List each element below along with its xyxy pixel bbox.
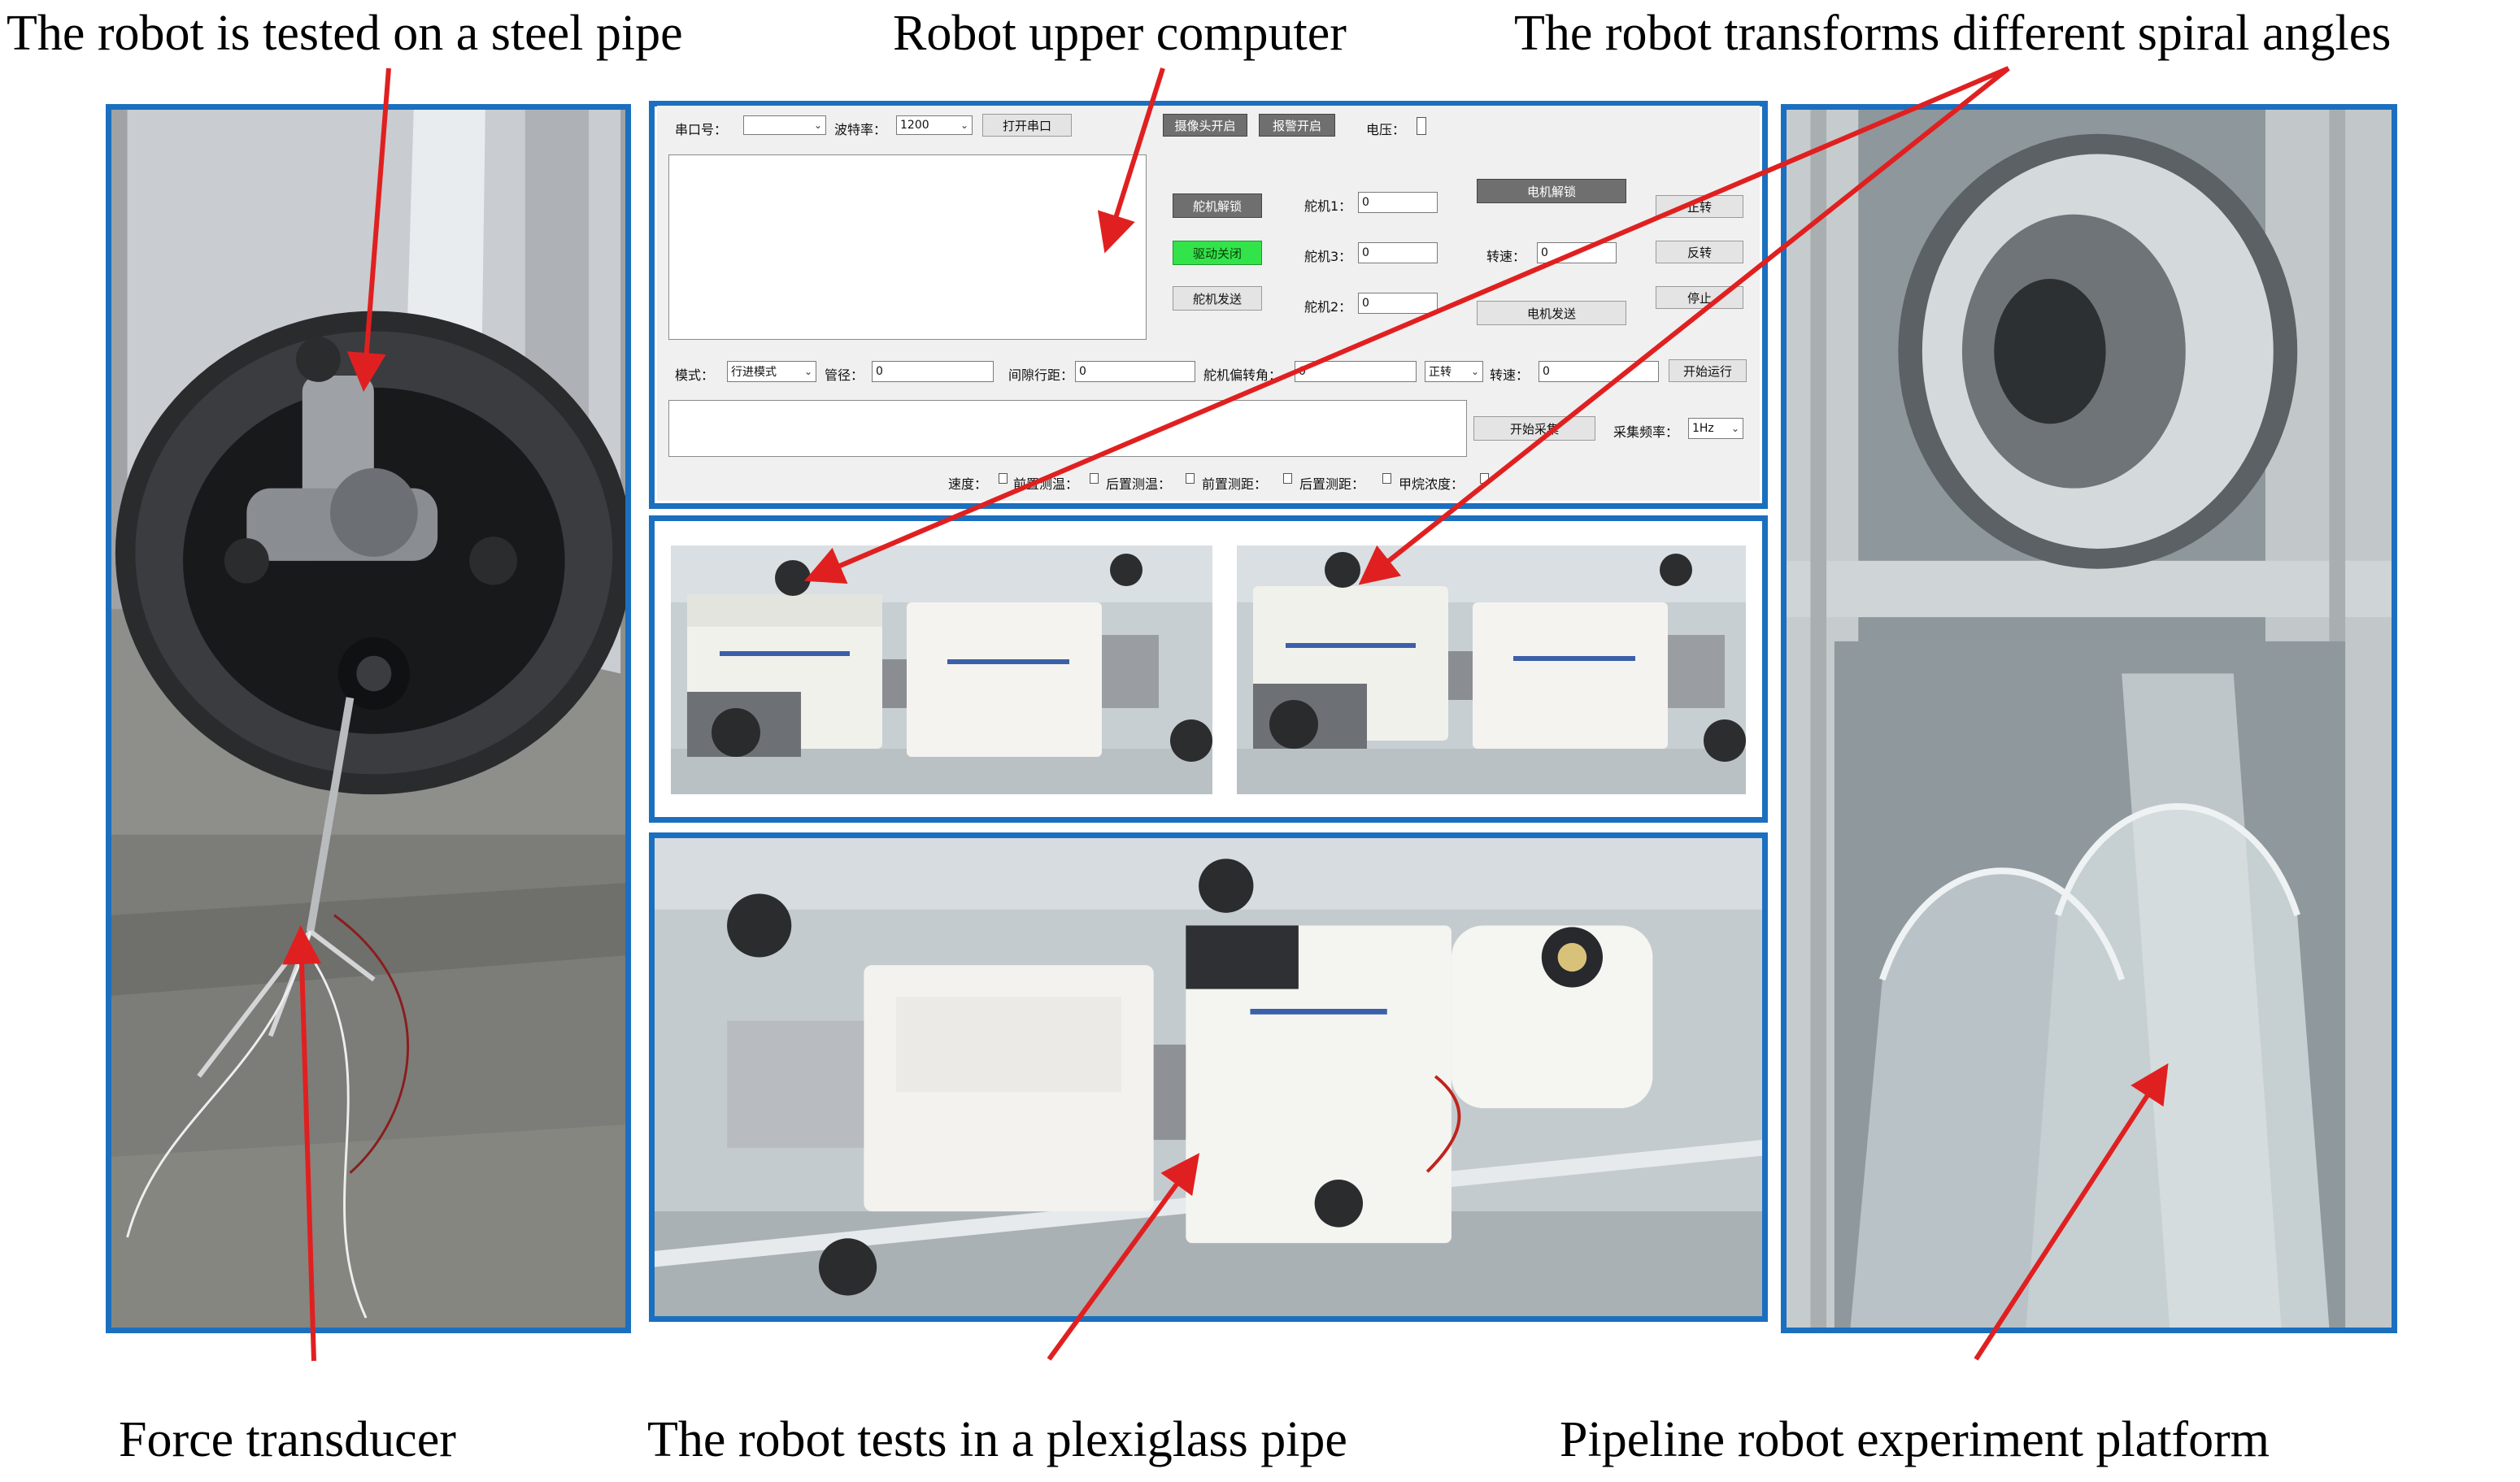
- plexiglass-pipe-photo: [655, 838, 1762, 1316]
- chevron-down-icon: ⌄: [803, 366, 812, 377]
- direction-value: 正转: [1429, 366, 1452, 379]
- serial-port-select[interactable]: ⌄: [743, 115, 826, 135]
- baud-rate-value: 1200: [900, 119, 929, 132]
- alarm-on-button[interactable]: 报警开启: [1259, 114, 1335, 137]
- voltage-label: 电压：: [1366, 122, 1406, 137]
- sensor-methane-label: 甲烷浓度：: [1399, 476, 1465, 492]
- sensor-speed-label: 速度：: [948, 476, 988, 492]
- sensor-front-temp-indicator: [1090, 473, 1099, 484]
- servo-unlock-button[interactable]: 舵机解锁: [1173, 193, 1262, 218]
- sensor-front-temp-label: 前置测温：: [1013, 476, 1079, 492]
- servo3-label: 舵机3：: [1304, 249, 1352, 264]
- direction-select[interactable]: 正转 ⌄: [1425, 361, 1483, 382]
- sensor-methane-indicator: [1480, 473, 1489, 484]
- gap-distance-label: 间隙行距：: [1008, 367, 1074, 383]
- pipe-diameter-input[interactable]: 0: [872, 361, 994, 382]
- mode-label: 模式：: [675, 367, 715, 383]
- sample-rate-select[interactable]: 1Hz ⌄: [1688, 418, 1743, 439]
- speed2-label: 转速：: [1490, 367, 1530, 383]
- caption-upper-computer: Robot upper computer: [893, 6, 1347, 61]
- mode-value: 行进模式: [731, 366, 777, 379]
- sensor-rear-distance-indicator: [1382, 473, 1391, 484]
- robot-angle-photo-1: [671, 545, 1212, 794]
- motor-unlock-button[interactable]: 电机解锁: [1477, 179, 1626, 203]
- chevron-down-icon: ⌄: [1470, 366, 1479, 377]
- chevron-down-icon: ⌄: [1730, 423, 1739, 434]
- data-display-area[interactable]: [668, 400, 1467, 457]
- servo2-input[interactable]: 0: [1358, 293, 1438, 314]
- caption-steel-pipe: The robot is tested on a steel pipe: [7, 6, 683, 61]
- voltage-indicator: [1417, 117, 1426, 135]
- serial-port-label: 串口号：: [675, 122, 728, 137]
- servo-send-button[interactable]: 舵机发送: [1173, 286, 1262, 311]
- motor-send-button[interactable]: 电机发送: [1477, 301, 1626, 325]
- servo1-input[interactable]: 0: [1358, 192, 1438, 213]
- start-run-button[interactable]: 开始运行: [1669, 359, 1747, 382]
- pipe-diameter-label: 管径：: [825, 367, 864, 383]
- caption-spiral-angles: The robot transforms different spiral an…: [1514, 6, 2392, 61]
- plexiglass-pipe-photo-panel: [649, 832, 1768, 1322]
- experiment-platform-photo: [1787, 110, 2392, 1328]
- robot-angle-photo-2: [1237, 545, 1746, 794]
- forward-button[interactable]: 正转: [1656, 195, 1743, 218]
- gap-distance-input[interactable]: 0: [1075, 361, 1195, 382]
- sensor-speed-indicator: [999, 473, 1008, 484]
- chevron-down-icon: ⌄: [813, 120, 822, 131]
- baud-rate-select[interactable]: 1200 ⌄: [896, 115, 973, 135]
- servo-angle-label: 舵机偏转角：: [1203, 367, 1282, 383]
- caption-experiment-platform: Pipeline robot experiment platform: [1560, 1412, 2270, 1467]
- speed-label: 转速：: [1486, 249, 1526, 264]
- servo2-label: 舵机2：: [1304, 299, 1352, 315]
- start-collect-button[interactable]: 开始采集: [1473, 416, 1595, 441]
- caption-plexiglass-pipe: The robot tests in a plexiglass pipe: [647, 1412, 1347, 1467]
- steel-pipe-photo: [111, 110, 625, 1328]
- speed2-input[interactable]: 0: [1539, 361, 1659, 382]
- stop-button[interactable]: 停止: [1656, 286, 1743, 309]
- chevron-down-icon: ⌄: [960, 120, 968, 131]
- mode-select[interactable]: 行进模式 ⌄: [727, 361, 816, 382]
- open-port-button[interactable]: 打开串口: [982, 114, 1072, 137]
- steel-pipe-photo-panel: [106, 104, 631, 1333]
- upper-computer-window: 串口号： ⌄ 波特率： 1200 ⌄ 打开串口 摄像头开启 报警开启 电压： 舵机…: [657, 106, 1760, 501]
- servo1-label: 舵机1：: [1304, 198, 1352, 214]
- sensor-front-distance-indicator: [1283, 473, 1292, 484]
- caption-force-transducer: Force transducer: [119, 1412, 456, 1467]
- spiral-angles-panel: [649, 515, 1768, 823]
- camera-on-button[interactable]: 摄像头开启: [1163, 114, 1247, 137]
- drive-off-button[interactable]: 驱动关闭: [1173, 241, 1262, 265]
- sensor-rear-temp-label: 后置测温：: [1106, 476, 1172, 492]
- servo3-input[interactable]: 0: [1358, 242, 1438, 263]
- speed-input[interactable]: 0: [1537, 242, 1617, 263]
- sample-rate-value: 1Hz: [1692, 422, 1714, 435]
- sensor-front-distance-label: 前置测距：: [1202, 476, 1268, 492]
- experiment-platform-photo-panel: [1781, 104, 2397, 1333]
- servo-angle-input[interactable]: 0: [1295, 361, 1417, 382]
- reverse-button[interactable]: 反转: [1656, 241, 1743, 263]
- receive-log-area[interactable]: [668, 154, 1147, 340]
- baud-rate-label: 波特率：: [834, 122, 887, 137]
- sensor-rear-distance-label: 后置测距：: [1299, 476, 1365, 492]
- sample-rate-label: 采集频率：: [1613, 424, 1679, 440]
- sensor-rear-temp-indicator: [1186, 473, 1195, 484]
